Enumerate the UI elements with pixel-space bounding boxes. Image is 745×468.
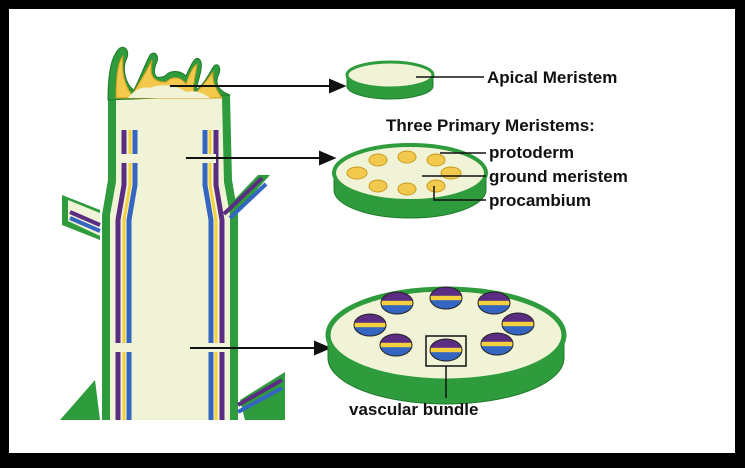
primary-leader-lines	[422, 152, 486, 201]
label-ground-meristem: ground meristem	[489, 167, 628, 186]
label-three-primary-meristems: Three Primary Meristems:	[386, 116, 595, 135]
label-apical-meristem: Apical Meristem	[487, 68, 617, 87]
vascular-bundle-disc	[325, 286, 567, 405]
label-procambium: procambium	[489, 191, 591, 210]
label-protoderm: protoderm	[489, 143, 574, 162]
label-vascular-bundle: vascular bundle	[349, 400, 478, 419]
apical-meristem-disc	[345, 60, 435, 100]
primary-meristems-disc	[332, 143, 488, 219]
